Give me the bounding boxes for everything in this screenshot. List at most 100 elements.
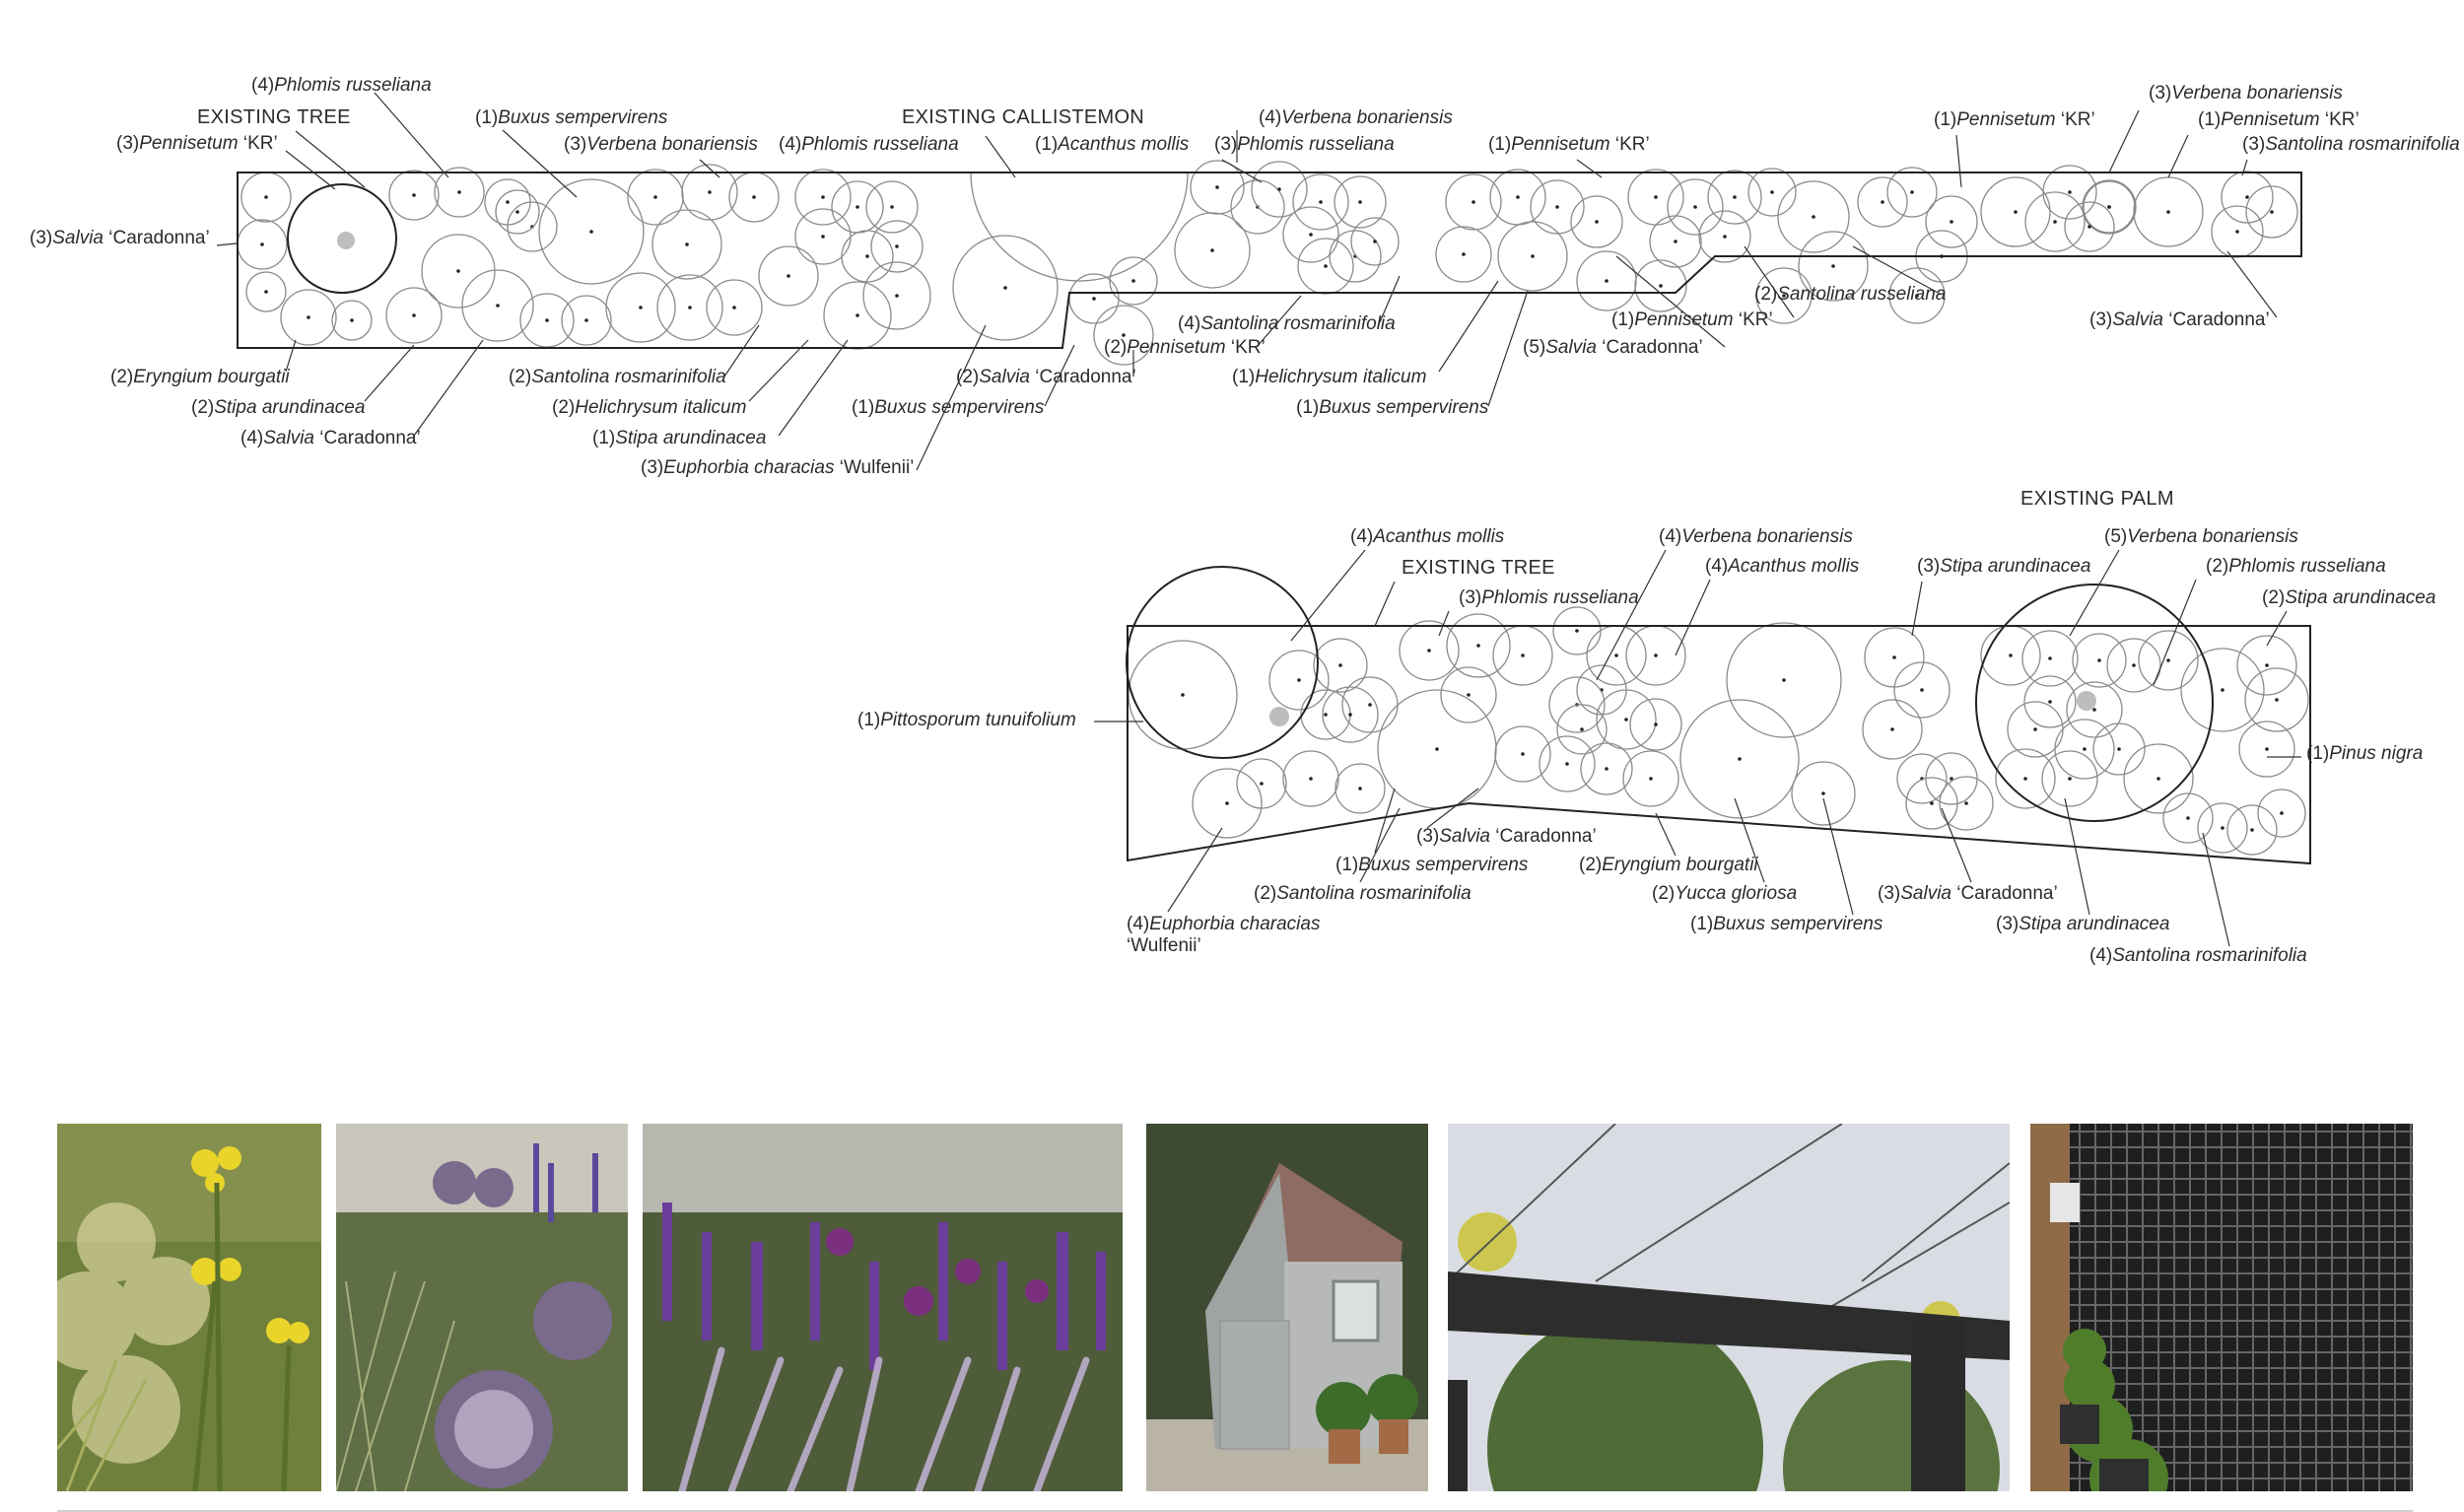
plant-circle bbox=[841, 230, 894, 283]
plant-centre bbox=[1324, 713, 1328, 717]
plan-a-label: (3)Verbena bonariensis bbox=[2149, 83, 2343, 103]
plant-centre bbox=[260, 242, 264, 246]
plant-centre bbox=[1624, 718, 1628, 722]
plant-centre bbox=[1181, 693, 1185, 697]
plant-centre bbox=[1472, 200, 1475, 204]
plant-centre bbox=[1565, 762, 1569, 766]
plan-a-label: (3)Verbena bonariensis bbox=[564, 134, 758, 155]
leader-line bbox=[2202, 832, 2230, 947]
plant-centre bbox=[1964, 801, 1968, 805]
plant-centre bbox=[2014, 210, 2018, 214]
plant-circle bbox=[1435, 226, 1492, 283]
plant-circle bbox=[1570, 195, 1623, 248]
plan-b-label: (3)Phlomis russeliana bbox=[1459, 587, 1639, 608]
plant-centre bbox=[2132, 663, 2136, 667]
plant-circle bbox=[1726, 622, 1842, 738]
plant-centre bbox=[1368, 703, 1372, 707]
plant-centre bbox=[2245, 195, 2249, 199]
leader-line bbox=[2153, 579, 2197, 686]
leader-line bbox=[699, 159, 720, 178]
plant-centre bbox=[1821, 791, 1825, 795]
plant-circle bbox=[495, 189, 540, 235]
existing-tree-b bbox=[1126, 566, 1319, 759]
plan-a-header-existing-tree: EXISTING TREE bbox=[197, 106, 351, 128]
plant-centre bbox=[1521, 653, 1525, 657]
plant-centre bbox=[1467, 693, 1471, 697]
plant-centre bbox=[1555, 205, 1559, 209]
plan-a-label: (1)Buxus sempervirens bbox=[1296, 397, 1489, 418]
plant-circle bbox=[865, 180, 919, 234]
palm-trunk bbox=[2077, 691, 2096, 711]
plant-circle bbox=[1313, 638, 1368, 693]
plant-centre bbox=[1654, 195, 1658, 199]
plant-circle bbox=[1341, 676, 1399, 733]
plant-centre bbox=[865, 254, 869, 258]
plant-circle bbox=[1334, 175, 1387, 229]
plant-circle bbox=[1777, 180, 1850, 253]
plant-centre bbox=[1605, 279, 1608, 283]
plant-centre bbox=[1733, 195, 1737, 199]
leader-line bbox=[1374, 788, 1396, 854]
plan-b-label: (2)Eryngium bourgatii bbox=[1579, 855, 1758, 875]
plant-circle bbox=[2082, 179, 2137, 235]
leader-line bbox=[1911, 581, 1923, 637]
plant-circle bbox=[1497, 221, 1568, 292]
plant-circle bbox=[1556, 704, 1608, 755]
tree-trunk-a bbox=[337, 232, 355, 249]
plant-centre bbox=[2048, 700, 2052, 704]
plant-circle bbox=[1629, 698, 1682, 751]
plant-centre bbox=[1693, 205, 1697, 209]
plant-centre bbox=[2235, 230, 2239, 234]
plan-a-label: (4)Phlomis russeliana bbox=[251, 75, 432, 96]
photo-salvia-allium bbox=[643, 1124, 1123, 1491]
plant-centre bbox=[457, 190, 461, 194]
planting-plan: (4)Phlomis russeliana(3)Pennisetum ‘KR’(… bbox=[30, 75, 2460, 966]
plan-b-header-existing-palm: EXISTING PALM bbox=[2020, 488, 2174, 510]
plan-b-label: (3)Salvia ‘Caradonna’ bbox=[1878, 883, 2058, 904]
plant-centre bbox=[2068, 190, 2072, 194]
plant-circle bbox=[1539, 735, 1596, 792]
plant-circle bbox=[1350, 217, 1400, 266]
plant-centre bbox=[856, 205, 859, 209]
plant-circle bbox=[2066, 681, 2123, 738]
leader-line bbox=[1379, 275, 1401, 323]
leader-line bbox=[2108, 109, 2140, 173]
plant-circle bbox=[1862, 699, 1923, 760]
plant-centre bbox=[350, 318, 354, 322]
plant-centre bbox=[1427, 649, 1431, 653]
plan-a-label: (4)Verbena bonariensis bbox=[1259, 107, 1453, 128]
plant-circle bbox=[1596, 689, 1657, 750]
leader-line bbox=[1955, 134, 1962, 188]
plant-centre bbox=[1531, 254, 1535, 258]
plan-a-label: (4)Salvia ‘Caradonna’ bbox=[240, 428, 421, 448]
plant-centre bbox=[264, 195, 268, 199]
plant-centre bbox=[1338, 663, 1342, 667]
plant-centre bbox=[2033, 727, 2037, 731]
leader-line bbox=[285, 339, 297, 373]
plan-b-label: (3)Stipa arundinacea bbox=[1917, 556, 2090, 577]
leader-line bbox=[1941, 807, 1972, 883]
plant-circle bbox=[2123, 743, 2194, 814]
leader-line bbox=[502, 129, 578, 198]
plant-circle bbox=[2238, 721, 2295, 778]
leader-line bbox=[364, 344, 415, 402]
leader-line bbox=[1744, 245, 1795, 318]
plan-a-label: (1)Acanthus mollis bbox=[1035, 134, 1190, 155]
tree-trunk-b bbox=[1269, 707, 1289, 726]
plant-centre bbox=[821, 235, 825, 239]
leader-line bbox=[1734, 797, 1765, 883]
plant-centre bbox=[2250, 828, 2254, 832]
plant-circle bbox=[434, 167, 485, 218]
plant-centre bbox=[456, 269, 460, 273]
plant-circle bbox=[1747, 168, 1797, 217]
plant-circle bbox=[2042, 165, 2097, 220]
plant-centre bbox=[1319, 200, 1323, 204]
leader-line bbox=[2069, 549, 2120, 637]
plant-centre bbox=[2221, 688, 2224, 692]
plant-centre bbox=[584, 318, 588, 322]
plant-centre bbox=[1738, 757, 1742, 761]
plant-circle bbox=[2083, 180, 2136, 234]
photo-trellis bbox=[2030, 1124, 2413, 1491]
plant-centre bbox=[2265, 747, 2269, 751]
plant-circle bbox=[1995, 748, 2056, 809]
